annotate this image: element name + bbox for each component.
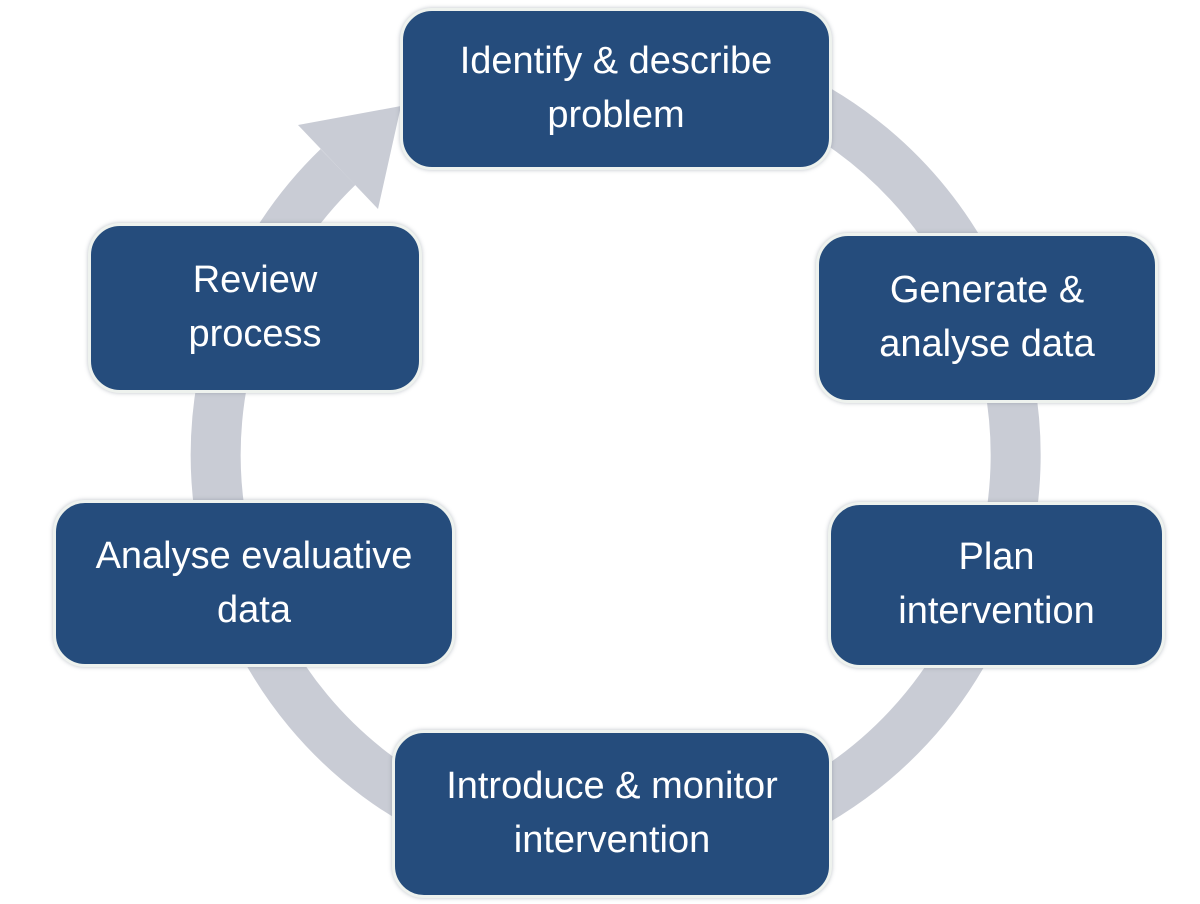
node-label: Introduce & monitor intervention <box>446 760 778 868</box>
node-label: Plan intervention <box>898 531 1094 639</box>
cycle-node-introduce-monitor-intervention: Introduce & monitor intervention <box>392 730 832 898</box>
cycle-node-review-process: Review process <box>88 223 422 393</box>
node-label-line: Identify & describe <box>459 40 773 83</box>
node-label: Analyse evaluative data <box>96 530 413 638</box>
node-label-line: analyse data <box>879 323 1095 365</box>
node-label-line: Introduce & monitor <box>446 765 778 808</box>
cycle-node-analyse-evaluative-data: Analyse evaluative data <box>53 500 455 667</box>
cycle-arrowhead-icon <box>298 106 401 209</box>
node-label-line: Plan <box>958 536 1035 579</box>
cycle-node-identify-describe-problem: Identify & describe problem <box>400 8 832 170</box>
node-label-line: Generate & <box>889 269 1085 312</box>
cycle-node-generate-analyse-data: Generate & analyse data <box>816 233 1158 403</box>
node-label: Review process <box>188 254 321 362</box>
node-label-line: Review <box>192 259 318 302</box>
node-label: Identify & describe problem <box>460 35 773 143</box>
node-label: Generate & analyse data <box>879 264 1095 372</box>
node-label-line: intervention <box>898 590 1095 632</box>
cycle-node-plan-intervention: Plan intervention <box>828 502 1165 668</box>
node-label-line: problem <box>547 94 685 136</box>
node-label-line: process <box>188 313 322 355</box>
node-label-line: data <box>217 588 291 631</box>
node-label-line: intervention <box>513 819 711 861</box>
node-label-line: Analyse evaluative <box>95 534 413 577</box>
